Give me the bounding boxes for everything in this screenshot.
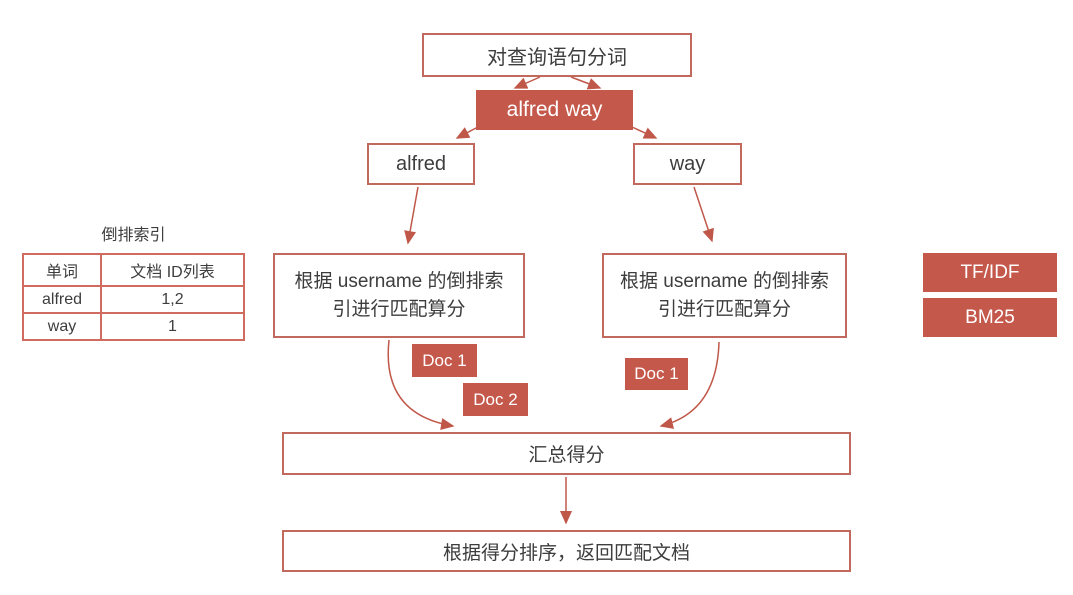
doc-badge: Doc 1 [412, 344, 477, 377]
arrow-tokenize-to-query-left [513, 76, 541, 89]
tokenize-step-box: 对查询语句分词 [422, 33, 692, 77]
match-score-box-right: 根据 username 的倒排索引进行匹配算分 [602, 253, 847, 338]
cell-word: way [22, 312, 102, 341]
arrow-query-to-way [631, 126, 658, 139]
sort-return-box: 根据得分排序，返回匹配文档 [282, 530, 851, 572]
algorithm-badge-bm25: BM25 [923, 298, 1057, 337]
term-box-way: way [633, 143, 742, 185]
cell-doc-ids: 1,2 [100, 285, 245, 314]
arrow-alfred-to-match [404, 186, 419, 245]
table-row: way 1 [22, 312, 245, 341]
doc-badge: Doc 2 [463, 383, 528, 416]
match-score-box-left: 根据 username 的倒排索引进行匹配算分 [273, 253, 525, 338]
doc-badge: Doc 1 [625, 358, 688, 390]
arrow-query-to-alfred [455, 126, 479, 139]
inverted-index-table: 单词 文档 ID列表 alfred 1,2 way 1 [22, 253, 245, 341]
col-header-word: 单词 [22, 253, 102, 287]
aggregate-score-box: 汇总得分 [282, 432, 851, 475]
arrow-way-to-match [693, 186, 714, 243]
inverted-index-title: 倒排索引 [101, 227, 166, 244]
algorithm-badge-tfidf: TF/IDF [923, 253, 1057, 292]
table-row: alfred 1,2 [22, 285, 245, 314]
col-header-doc-ids: 文档 ID列表 [100, 253, 245, 287]
query-phrase-box: alfred way [476, 90, 633, 130]
cell-word: alfred [22, 285, 102, 314]
arrow-tokenize-to-query-right [570, 76, 602, 90]
cell-doc-ids: 1 [100, 312, 245, 341]
table-header-row: 单词 文档 ID列表 [22, 253, 245, 287]
term-box-alfred: alfred [367, 143, 475, 185]
